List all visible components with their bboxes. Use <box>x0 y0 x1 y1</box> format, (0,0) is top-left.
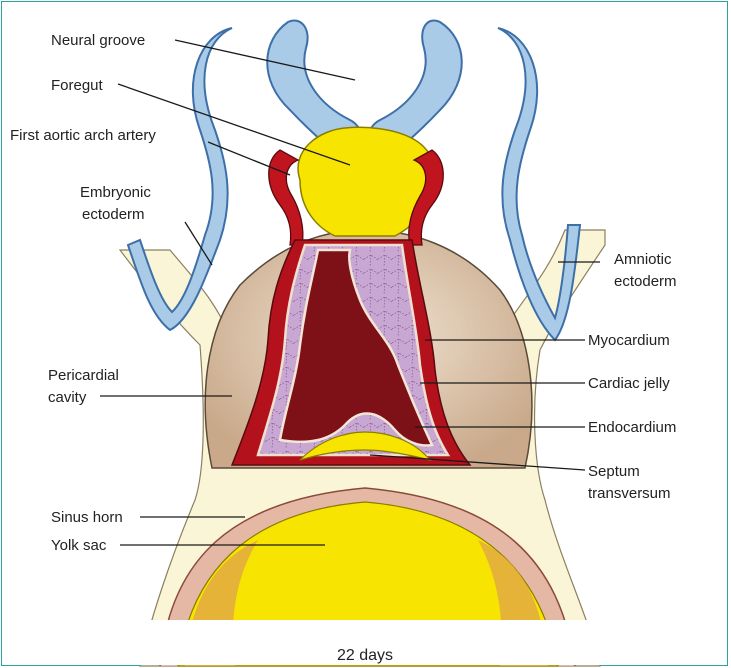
label-embryonic-ectoderm-line1: Embryonic <box>80 184 151 201</box>
label-first-aortic-arch-artery: First aortic arch artery <box>10 127 156 144</box>
label-neural-groove: Neural groove <box>51 32 145 49</box>
label-pericardial-cavity-line1: Pericardial <box>48 367 119 384</box>
figure-caption: 22 days <box>337 647 393 664</box>
label-endocardium: Endocardium <box>588 419 676 436</box>
label-myocardium: Myocardium <box>588 332 670 349</box>
label-embryonic-ectoderm-line2: ectoderm <box>82 206 145 223</box>
label-septum-transversum-line2: transversum <box>588 485 671 502</box>
label-amniotic-ectoderm-line1: Amniotic <box>614 251 672 268</box>
label-amniotic-ectoderm-line2: ectoderm <box>614 273 677 290</box>
label-cardiac-jelly: Cardiac jelly <box>588 375 670 392</box>
label-yolk-sac: Yolk sac <box>51 537 107 554</box>
label-septum-transversum-line1: Septum <box>588 463 640 480</box>
label-pericardial-cavity-line2: cavity <box>48 389 87 406</box>
label-sinus-horn: Sinus horn <box>51 509 123 526</box>
label-foregut: Foregut <box>51 77 104 94</box>
right-ectoderm <box>498 28 580 340</box>
